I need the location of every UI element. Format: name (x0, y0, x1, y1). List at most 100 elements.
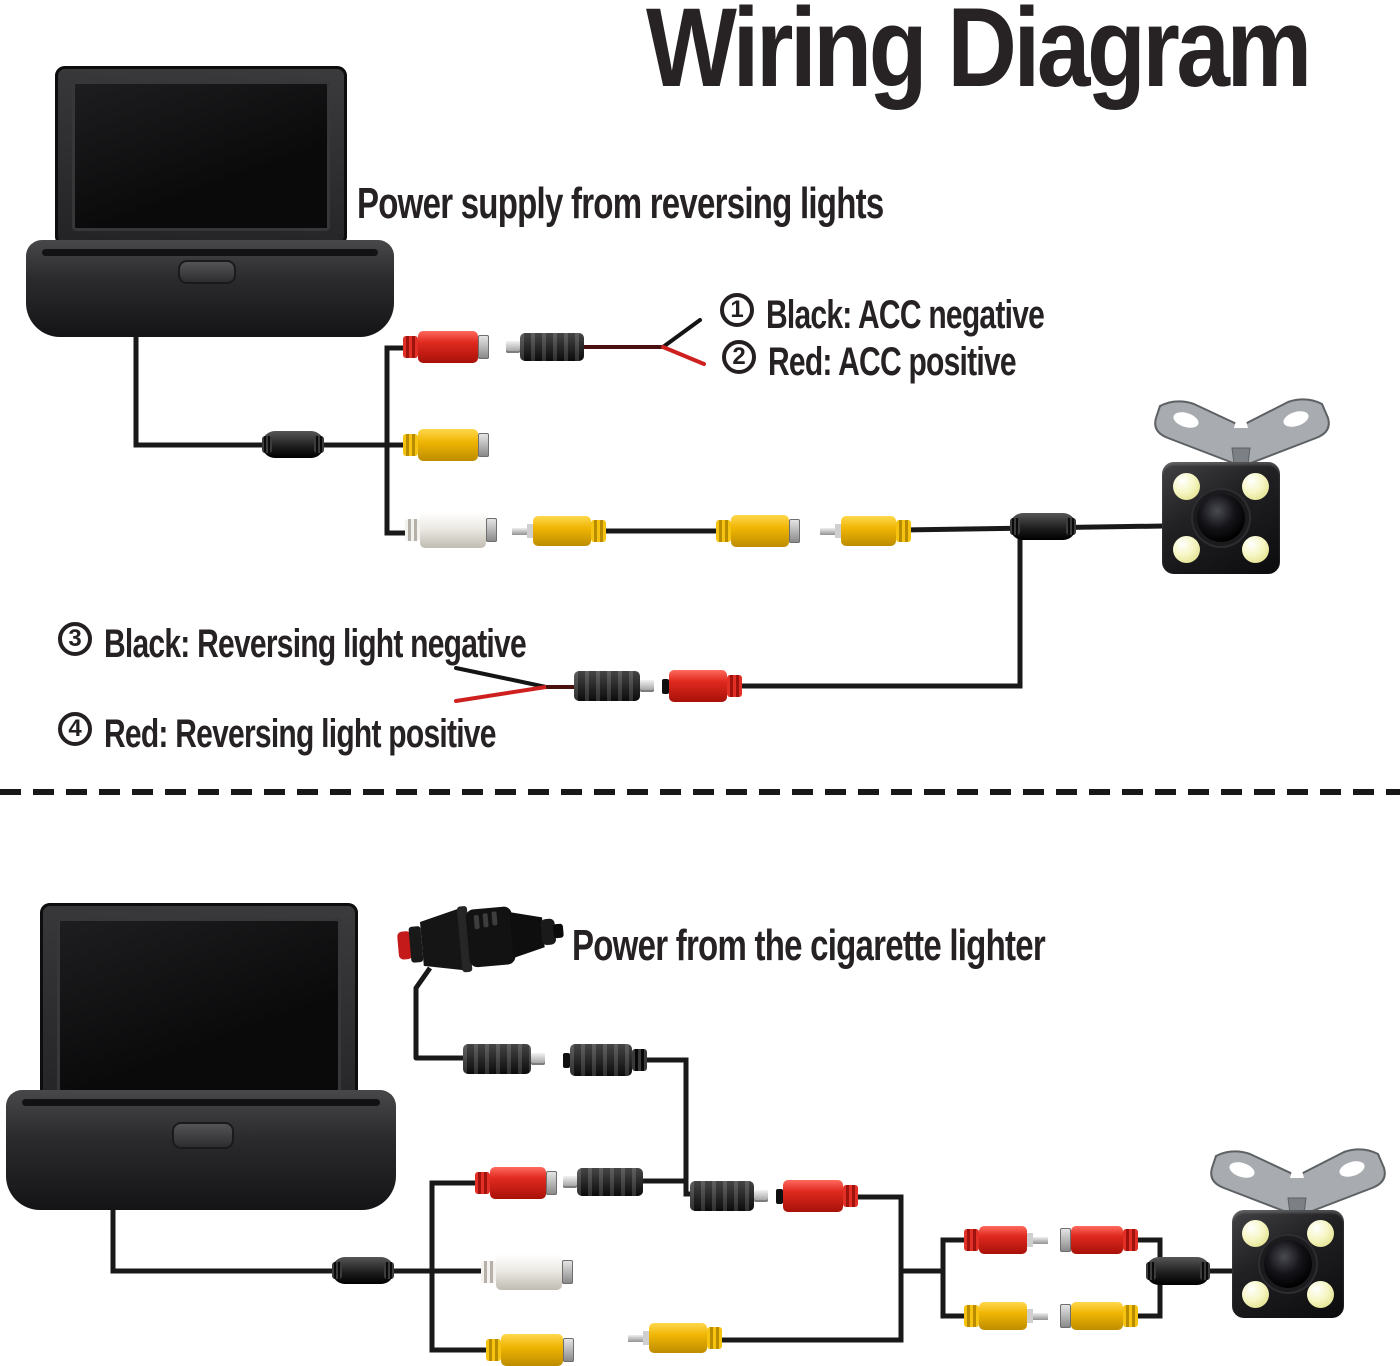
wire-pigtail2-red (454, 685, 548, 703)
connector-ridge (1146, 1261, 1156, 1281)
connector-body (520, 333, 584, 361)
monitor-hinge (22, 1099, 380, 1106)
rca-male-yellow (512, 516, 606, 546)
strain-relief (475, 1172, 490, 1194)
dc-male-plug (563, 1168, 643, 1196)
camera-bracket (1210, 1148, 1386, 1231)
connector-socket (1060, 1304, 1071, 1328)
monitor-fold-button (178, 260, 236, 284)
strain-relief (1123, 1229, 1138, 1251)
note-1-text: Black: ACC negative (766, 293, 1045, 337)
wire-monitor1-cable (133, 337, 406, 448)
connector-pin (512, 527, 527, 535)
inline-connector (1010, 513, 1076, 540)
connector-pin (1033, 1312, 1048, 1320)
connector-socket (1060, 1228, 1071, 1252)
wire-power-loop2 (722, 1194, 904, 1343)
connector-body (418, 331, 478, 363)
connector-body (501, 1334, 563, 1366)
dc-male-plug (574, 671, 654, 701)
dc-female-red (662, 670, 742, 702)
connector-body (783, 1180, 843, 1212)
strain-relief (405, 519, 420, 541)
rca-female-yellow (716, 515, 800, 547)
connector-body (420, 512, 486, 548)
connector-body (669, 670, 727, 702)
wire-junction2 (429, 1180, 490, 1353)
connector-pin (820, 527, 835, 535)
connector-ridge (1066, 517, 1076, 536)
connector-ridge (1200, 1261, 1210, 1281)
wire-power-drop1 (740, 528, 1023, 689)
note-1-number: 1 (720, 293, 754, 327)
note-4-digit: 4 (68, 715, 82, 742)
strain-relief (591, 520, 606, 542)
strain-relief (632, 1049, 647, 1071)
inline-connector (262, 431, 324, 458)
rca-male-yellow (964, 1302, 1048, 1330)
monitor-fold-button (172, 1122, 234, 1149)
camera-led (1242, 1220, 1269, 1247)
strain-relief (843, 1185, 858, 1207)
dc-male-plug (690, 1181, 768, 1211)
connector-socket (478, 433, 489, 457)
note-2-number: 2 (722, 340, 756, 374)
connector-socket (478, 335, 489, 359)
dc-plug-tip (640, 680, 654, 692)
camera-led (1242, 1281, 1269, 1308)
note-3-text: Black: Reversing light negative (104, 622, 527, 666)
wire-junction3 (940, 1237, 968, 1319)
connector-pin-base (1027, 1233, 1033, 1247)
camera-led (1242, 473, 1269, 500)
strain-relief (727, 675, 742, 697)
rca-female-red (403, 331, 489, 363)
rear-camera-top (1146, 394, 1346, 584)
rca-female-white (481, 1254, 573, 1290)
rca-female-red (475, 1167, 557, 1199)
cigarette-lighter-plug (397, 906, 564, 973)
connector-pin (628, 1334, 643, 1342)
note-3-number: 3 (58, 622, 92, 656)
strain-relief (896, 520, 911, 542)
wire-lighter-cable (413, 966, 470, 1061)
strain-relief (403, 434, 418, 456)
connector-ridge (1010, 517, 1020, 536)
strain-relief (481, 1261, 496, 1283)
connector-pin-base (835, 524, 841, 538)
monitor-base (6, 1090, 396, 1210)
connector-body (690, 1181, 754, 1211)
strain-relief (707, 1327, 722, 1349)
camera-body (1232, 1210, 1344, 1318)
camera-led (1173, 536, 1200, 563)
rca-female-yellow (486, 1334, 574, 1366)
monitor-display-panel (72, 81, 330, 231)
strain-relief (964, 1305, 979, 1327)
connector-socket (789, 519, 800, 543)
connector-pin-base (643, 1331, 649, 1345)
wire-junction1 (384, 345, 408, 536)
connector-body (841, 516, 896, 546)
note-1-digit: 1 (730, 296, 744, 323)
connector-body (1071, 1302, 1123, 1330)
connector-pin-base (527, 524, 533, 538)
rca-male-red (964, 1226, 1048, 1254)
monitor-base (26, 240, 394, 337)
monitor-screen (40, 903, 358, 1111)
camera-lens (1264, 1240, 1312, 1288)
rca-male-yellow (820, 516, 911, 546)
note-2-digit: 2 (732, 343, 746, 370)
connector-ridge (262, 435, 272, 454)
dashed-divider (0, 789, 1400, 795)
connector-body (533, 516, 591, 546)
dc-male-plug (463, 1044, 545, 1074)
connector-body (570, 1044, 632, 1076)
connector-body (463, 1044, 531, 1074)
connector-ridge (332, 1261, 342, 1280)
note-4-text: Red: Reversing light positive (104, 712, 496, 756)
connector-body (979, 1226, 1027, 1254)
camera-body (1162, 462, 1280, 574)
connector-opening (563, 1052, 570, 1068)
dc-female-black (563, 1044, 647, 1076)
dc-plug-tip (754, 1190, 768, 1202)
